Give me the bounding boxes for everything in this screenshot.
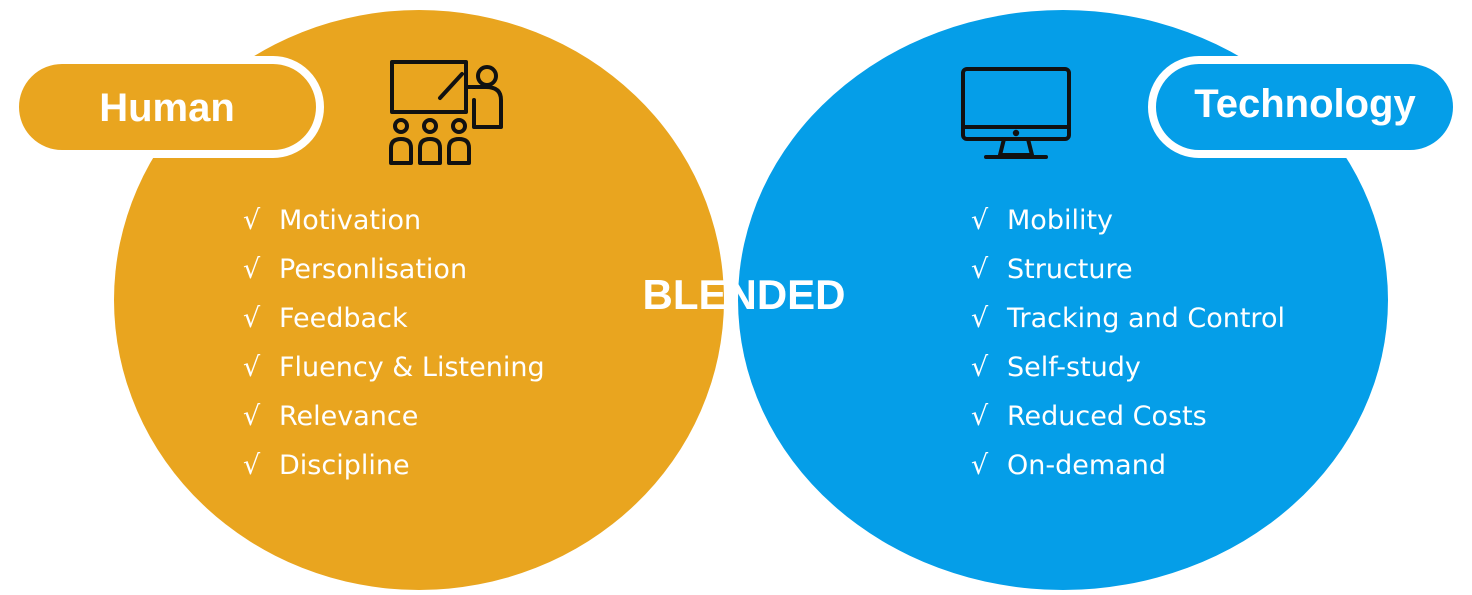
list-item: √On-demand — [971, 450, 1166, 481]
list-item: √Discipline — [243, 450, 410, 481]
list-item: √Motivation — [243, 205, 421, 236]
technology-items-list: √Mobility √Structure √Tracking and Contr… — [971, 205, 1285, 481]
human-label-pill: Human — [11, 56, 324, 158]
classroom-teacher-icon — [389, 60, 503, 165]
desktop-monitor-icon — [961, 67, 1071, 159]
list-item: √Structure — [971, 254, 1133, 285]
list-item: √Fluency & Listening — [243, 352, 545, 383]
list-item: √Personlisation — [243, 254, 467, 285]
list-item: √Tracking and Control — [971, 303, 1285, 334]
list-item: √Mobility — [971, 205, 1113, 236]
list-item: √Reduced Costs — [971, 401, 1207, 432]
technology-label: Technology — [1194, 82, 1416, 126]
technology-label-pill: Technology — [1148, 56, 1461, 158]
list-item: √Self-study — [971, 352, 1141, 383]
blended-label: BLENDED — [642, 271, 845, 318]
human-items-list: √Motivation √Personlisation √Feedback √F… — [243, 205, 545, 481]
human-label: Human — [99, 86, 235, 130]
list-item: √Feedback — [243, 303, 408, 334]
list-item: √Relevance — [243, 401, 418, 432]
